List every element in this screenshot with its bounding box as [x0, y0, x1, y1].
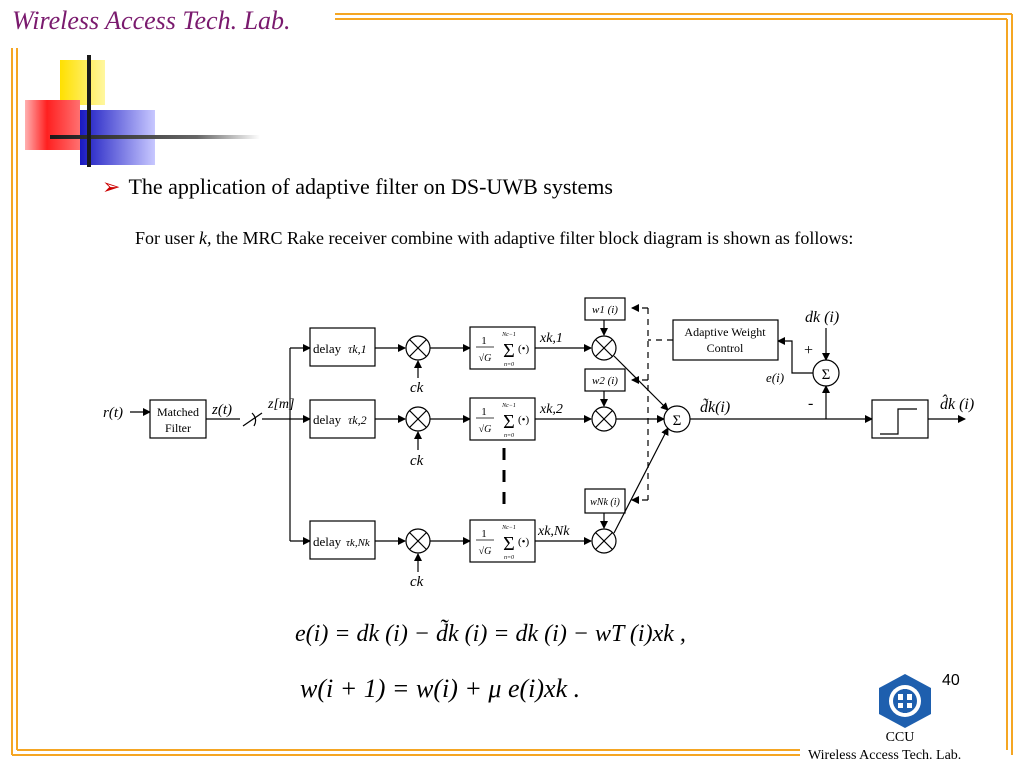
matched-filter-label-1: Matched — [157, 405, 199, 419]
footer-lab-name: Wireless Access Tech. Lab. — [808, 748, 962, 763]
code-label-2: ck — [410, 453, 424, 469]
svg-text:n=0: n=0 — [504, 362, 514, 368]
paragraph-rest: the MRC Rake receiver combine with adapt… — [211, 228, 854, 248]
delay-label-nk: delay — [313, 534, 342, 549]
paragraph-user-var: k, — [199, 228, 212, 248]
decision-output-label: d̂k (i) — [940, 394, 974, 413]
input-label: r(t) — [103, 405, 123, 421]
desired-signal-label: dk (i) — [805, 309, 839, 326]
svg-text:n=0: n=0 — [504, 433, 514, 439]
slide-heading: ➢ The application of adaptive filter on D… — [102, 174, 613, 200]
weight-box-1 — [584, 297, 626, 321]
sum-content-2: 1 √G Nc−1 Σ n=0 (•) — [476, 403, 530, 439]
delay-box-1 — [309, 327, 376, 367]
svg-text:(•): (•) — [518, 343, 530, 355]
svg-text:Σ: Σ — [503, 340, 515, 362]
svg-text:Σ: Σ — [503, 411, 515, 433]
matched-filter-label-2: Filter — [165, 421, 191, 435]
adaptive-weight-control-box — [672, 319, 779, 361]
svg-text:√G: √G — [479, 424, 492, 435]
svg-text:1: 1 — [481, 335, 487, 347]
svg-text:√G: √G — [479, 546, 492, 557]
svg-text:n=0: n=0 — [504, 555, 514, 561]
rake-receiver-diagram: r(t) Matched Filter z(t) z[m] delay τk,1… — [103, 297, 974, 590]
svg-text:Σ: Σ — [503, 533, 515, 555]
minus-sign: - — [808, 395, 813, 412]
sum-content-nk: 1 √G Nc−1 Σ n=0 (•) — [476, 525, 530, 561]
svg-text:Nc−1: Nc−1 — [501, 403, 516, 409]
intro-paragraph: For user k, the MRC Rake receiver combin… — [135, 222, 875, 255]
weight-label-nk: wNk (i) — [590, 497, 620, 508]
plus-sign: + — [804, 342, 813, 359]
weight-label-2: w2 (i) — [592, 375, 618, 387]
decision-device-box — [871, 399, 929, 439]
equations: e(i) = dk (i) − d̃k (i) = dk (i) − wT (i… — [295, 619, 686, 703]
sum-box-nk — [469, 519, 536, 563]
svg-text:Nc−1: Nc−1 — [501, 525, 516, 531]
adaptive-control-label-1: Adaptive Weight — [684, 325, 766, 339]
delay-label-2: delay — [313, 412, 342, 427]
svg-text:√G: √G — [479, 353, 492, 364]
ccu-label: CCU — [885, 730, 915, 745]
code-label-nk: ck — [410, 574, 424, 590]
svg-text:(•): (•) — [518, 414, 530, 426]
sum-content-1: 1 √G Nc−1 Σ n=0 (•) — [476, 332, 530, 368]
svg-text:(•): (•) — [518, 536, 530, 548]
sum-box-2 — [469, 397, 536, 441]
sum-box-1 — [469, 326, 536, 370]
delay-label-1: delay — [313, 341, 342, 356]
delay-tau-nk: τk,Nk — [346, 537, 371, 549]
error-label: e(i) — [766, 370, 784, 385]
svg-text:1: 1 — [481, 406, 487, 418]
equation-error: e(i) = dk (i) − d̃k (i) = dk (i) − wT (i… — [295, 619, 686, 647]
weight-box-nk — [584, 488, 626, 514]
zt-label: z(t) — [211, 402, 232, 418]
combiner-output-label: d̃k(i) — [700, 398, 730, 416]
code-label-1: ck — [410, 380, 424, 396]
branch-output-1: xk,1 — [539, 331, 563, 346]
decorative-squares — [25, 55, 260, 167]
bullet-arrow-icon: ➢ — [102, 174, 121, 199]
branch-output-nk: xk,Nk — [537, 524, 570, 539]
lab-title: Wireless Access Tech. Lab. — [12, 6, 291, 35]
ccu-logo-icon — [879, 674, 931, 728]
svg-text:1: 1 — [481, 528, 487, 540]
combiner-sum-symbol: Σ — [673, 413, 682, 429]
sampler-switch — [242, 412, 263, 427]
weight-box-2 — [584, 368, 626, 392]
svg-text:Nc−1: Nc−1 — [501, 332, 516, 338]
equation-weight-update: w(i + 1) = w(i) + μ e(i)xk . — [300, 674, 580, 703]
zm-label: z[m] — [267, 397, 294, 412]
weight-label-1: w1 (i) — [592, 304, 618, 316]
paragraph-intro: For user — [135, 228, 195, 248]
delay-tau-2: τk,2 — [348, 413, 367, 427]
matched-filter-box — [149, 399, 207, 439]
error-sum-symbol: Σ — [822, 367, 831, 383]
heading-text: The application of adaptive filter on DS… — [128, 174, 613, 199]
branch-output-2: xk,2 — [539, 402, 563, 417]
adaptive-control-label-2: Control — [707, 341, 744, 355]
delay-box-nk — [309, 520, 376, 560]
delay-tau-1: τk,1 — [348, 342, 367, 356]
page-number: 40 — [942, 672, 960, 689]
